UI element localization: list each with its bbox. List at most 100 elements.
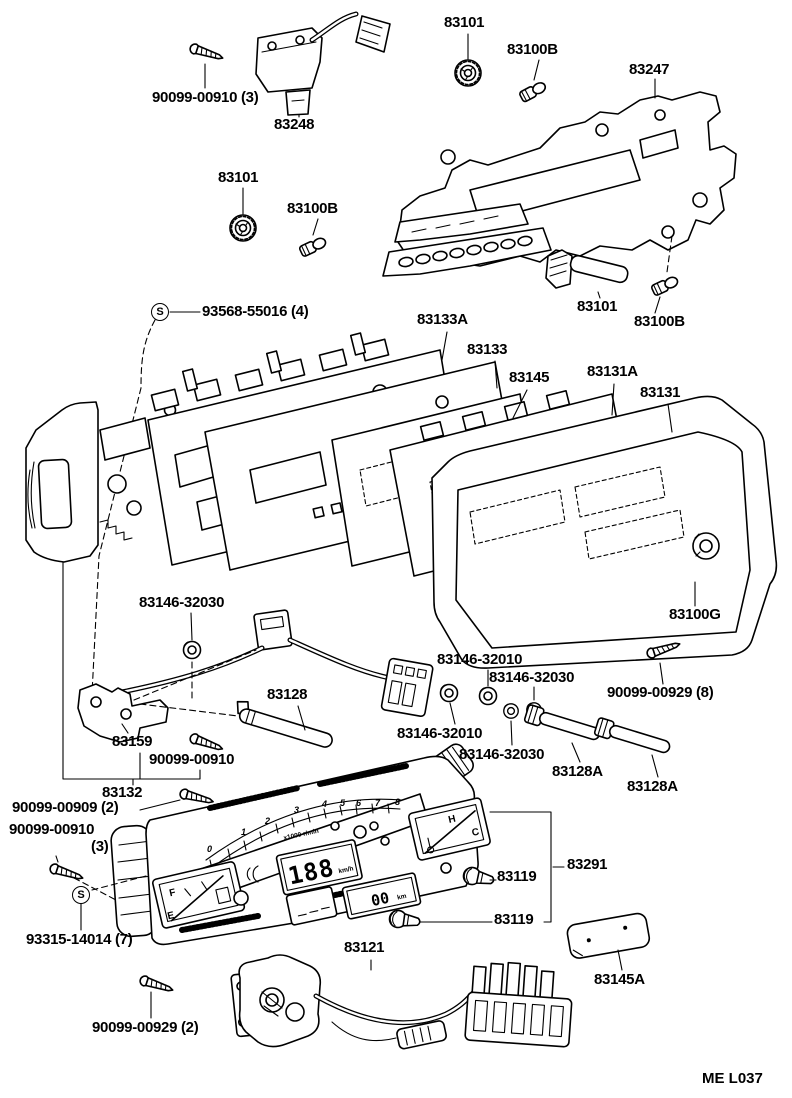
meter-movements xyxy=(99,417,151,541)
shaft-83128A-2 xyxy=(593,717,671,778)
tach-1: 1 xyxy=(241,827,246,837)
leader-dashed xyxy=(73,875,147,901)
part-83101-top xyxy=(454,33,482,87)
tach-7: 7 xyxy=(375,798,381,808)
housing-83131 xyxy=(431,395,778,669)
shaft-83128A-1 xyxy=(523,704,601,763)
screw-icon xyxy=(48,861,86,884)
tach-3: 3 xyxy=(294,805,299,815)
callout-83291: 83291 xyxy=(567,856,608,873)
callout-90099-00910-b: 90099-00910 xyxy=(149,751,235,768)
callout-83101-right: 83101 xyxy=(577,298,618,315)
callout-83131: 83131 xyxy=(640,384,681,401)
grommet-leaders xyxy=(449,669,535,746)
callout-83128A-2: 83128A xyxy=(627,778,678,795)
figure-code: ME L037 xyxy=(702,1070,763,1087)
harness-83128 xyxy=(119,609,434,718)
callout-83133A: 83133A xyxy=(417,311,468,328)
grommet-83146-icon xyxy=(182,640,202,660)
leader xyxy=(190,612,193,641)
temp-icon xyxy=(427,837,431,849)
callout-90099-00929-2: 90099-00929 (2) xyxy=(92,1019,199,1036)
bracket-83291 xyxy=(489,811,565,923)
callout-83100G: 83100G xyxy=(669,606,721,623)
callout-90099-00929-8: 90099-00929 (8) xyxy=(607,684,714,701)
callout-83101-top: 83101 xyxy=(444,14,485,31)
callout-90099-00910-c: 90099-00910 xyxy=(9,821,95,838)
odometer-value: 00 xyxy=(370,889,391,910)
fuel-empty-label: E xyxy=(166,910,175,922)
callout-83101-left: 83101 xyxy=(218,169,259,186)
callout-83146-32030-a: 83146-32030 xyxy=(139,594,225,611)
callout-83100B-left: 83100B xyxy=(287,200,338,217)
bracket-83159 xyxy=(77,649,257,755)
grommet-icon xyxy=(478,686,498,706)
panel-leaders xyxy=(441,331,673,433)
part-83121-drawing xyxy=(230,954,573,1050)
callout-90099-00910-c-qty: (3) xyxy=(91,838,109,855)
leader xyxy=(55,855,59,863)
callout-83128A-1: 83128A xyxy=(552,763,603,780)
cluster-face-83132: 0 1 2 3 4 5 6 7 8 x1000 r/min 188 km/h 0… xyxy=(110,743,491,946)
callout-83159: 83159 xyxy=(112,733,153,750)
tach-2: 2 xyxy=(264,816,270,826)
part-83247-drawing xyxy=(397,78,737,269)
callout-83146-32010-a: 83146-32010 xyxy=(437,651,523,668)
callout-83248: 83248 xyxy=(274,116,315,133)
grommet-icon xyxy=(454,59,482,87)
fuel-full-label: F xyxy=(168,887,176,899)
temp-cold-label: C xyxy=(471,827,481,839)
leader xyxy=(139,799,181,811)
callout-83146-32010-b: 83146-32010 xyxy=(397,725,483,742)
callout-90099-00909-2: 90099-00909 (2) xyxy=(12,799,119,816)
part-83100B-left xyxy=(297,218,329,258)
callout-83128: 83128 xyxy=(267,686,308,703)
part-83101-right xyxy=(545,249,629,299)
leader xyxy=(659,662,664,685)
callout-93315-14014-7: 93315-14014 (7) xyxy=(26,931,133,948)
grommet-icon xyxy=(503,703,519,719)
group-bracket-83132 xyxy=(62,561,201,786)
tach-4: 4 xyxy=(321,799,327,809)
screw-icon xyxy=(188,41,226,64)
aux-display xyxy=(285,886,338,926)
fuel-pump-icon xyxy=(215,886,232,905)
temp-hot-label: H xyxy=(447,814,457,826)
callout-83132: 83132 xyxy=(102,784,143,801)
turn-indicator-marks xyxy=(246,865,259,883)
fuel-gauge: F E xyxy=(151,861,246,929)
screw-grade-symbol: S xyxy=(72,886,90,904)
callout-83119-2: 83119 xyxy=(494,911,534,928)
tach-5: 5 xyxy=(340,798,346,808)
bulb-icon xyxy=(297,235,329,258)
screw-set-leader xyxy=(91,319,156,695)
cable-83128 xyxy=(236,700,333,748)
part-83248-drawing xyxy=(188,11,391,118)
tach-0: 0 xyxy=(207,844,212,854)
callout-90099-00910-3: 90099-00910 (3) xyxy=(152,89,259,106)
callout-83133: 83133 xyxy=(467,341,508,358)
part-83145A-drawing xyxy=(566,912,651,971)
callout-83146-32030-b: 83146-32030 xyxy=(489,669,575,686)
callout-83131A: 83131A xyxy=(587,363,638,380)
gasket-strip xyxy=(382,203,552,277)
grommet-icon xyxy=(229,214,257,242)
screw-grade-symbol: S xyxy=(151,303,169,321)
callout-83100B-right: 83100B xyxy=(634,313,685,330)
temp-gauge: H C xyxy=(407,797,491,861)
screw-icon xyxy=(138,973,176,996)
speed-unit: km/h xyxy=(338,865,354,875)
meter-case xyxy=(25,401,177,563)
callout-83146-32030-c: 83146-32030 xyxy=(459,746,545,763)
tach-6: 6 xyxy=(356,798,362,808)
panel-top-details xyxy=(150,332,571,442)
part-83100B-top xyxy=(518,59,549,104)
bulb-83119-icon xyxy=(387,908,422,932)
odometer-unit: km xyxy=(397,893,408,902)
callout-83145: 83145 xyxy=(509,369,550,386)
odometer-display: 00 km xyxy=(341,872,422,920)
callout-83145A: 83145A xyxy=(594,971,645,988)
part-83100B-right xyxy=(649,235,681,314)
